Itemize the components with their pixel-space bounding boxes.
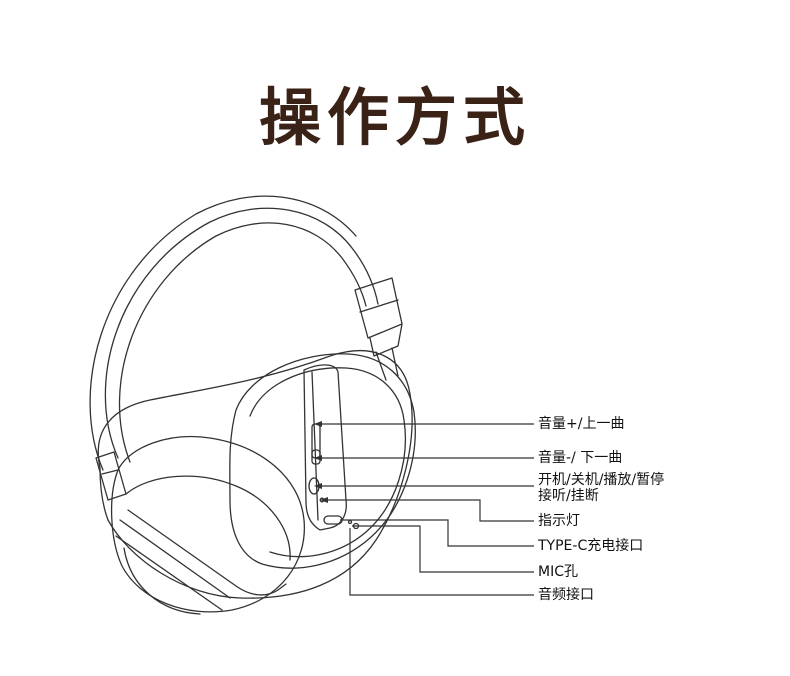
label-indicator: 指示灯	[538, 513, 580, 529]
ear-cup-face	[229, 353, 416, 569]
headband-inner	[118, 222, 367, 463]
cushion-back	[127, 509, 287, 596]
leader-arrowheads	[314, 421, 328, 503]
headband-slider	[354, 277, 403, 339]
label-typec: TYPE-C充电接口	[538, 538, 644, 554]
page-title: 操作方式	[258, 81, 531, 154]
label-power-line2: 接听/挂断	[538, 488, 599, 504]
hinge	[95, 451, 127, 501]
label-mic: MIC孔	[538, 564, 578, 580]
label-power-line1: 开机/关机/播放/暂停	[538, 472, 665, 488]
leader-lines	[318, 423, 534, 596]
headband-groove	[89, 195, 357, 471]
headband-outer	[104, 207, 379, 459]
leader-audio	[349, 528, 534, 596]
leader-mic	[352, 525, 534, 573]
volume-up-button	[311, 423, 321, 459]
headphone-illustration	[89, 195, 416, 615]
label-volume-up: 音量+/上一曲	[538, 416, 625, 432]
leader-typec	[340, 519, 534, 547]
label-volume-down: 音量-/ 下一曲	[538, 450, 623, 466]
mic-hole	[347, 519, 353, 525]
ear-cushion	[110, 436, 305, 613]
ear-cup-body	[97, 350, 413, 599]
label-audio: 音频接口	[538, 587, 594, 603]
control-panel	[303, 364, 347, 531]
leader-indicator	[324, 499, 534, 522]
